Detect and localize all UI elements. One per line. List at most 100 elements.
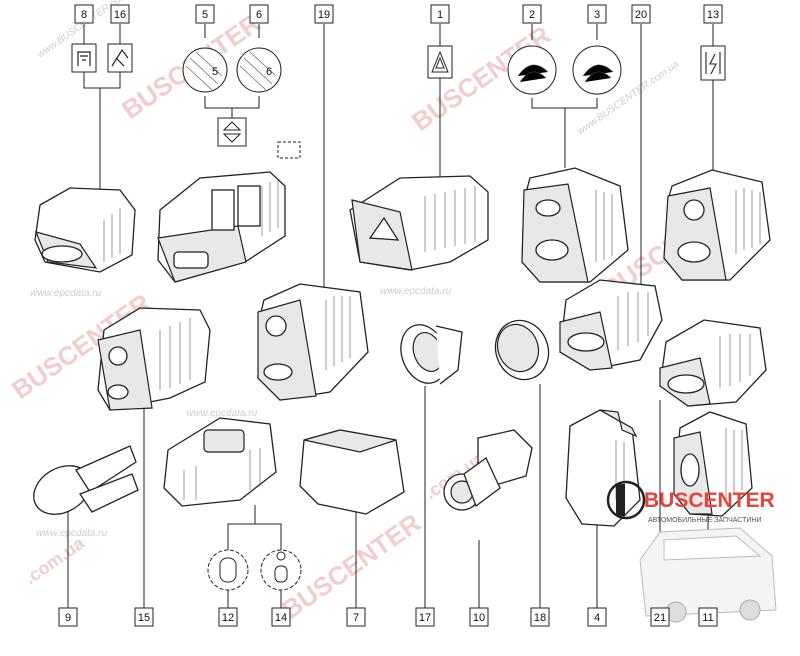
- dashed-placeholder-box: [277, 141, 301, 159]
- symbol-13-box: [700, 45, 726, 81]
- part-1-hazard-switch: [349, 175, 489, 271]
- callout-17: 17: [415, 607, 435, 627]
- part-17-ring: [400, 324, 463, 385]
- callout-5: 5: [195, 4, 215, 24]
- callout-label-10: 10: [473, 612, 485, 624]
- callout-box-7: [346, 607, 366, 627]
- callout-label-14: 14: [275, 612, 287, 624]
- callout-label-21: 21: [654, 612, 666, 624]
- symbol-12-circle: [207, 549, 249, 591]
- callout-box-15: [134, 607, 154, 627]
- callout-label-20: 20: [635, 9, 647, 21]
- callout-18: 18: [530, 607, 550, 627]
- callout-label-7: 7: [353, 612, 359, 624]
- symbol-3-circle: [572, 45, 622, 95]
- part-9-plug: [33, 445, 139, 515]
- watermark-epc-4: www.epcdata.ru: [186, 408, 258, 419]
- watermark-epc-3: www.epcdata.ru: [36, 528, 108, 539]
- callout-box-18: [530, 607, 550, 627]
- callout-box-2: [522, 4, 542, 24]
- callout-box-13: [703, 4, 723, 24]
- symbol-1-hazard-box: [427, 45, 453, 79]
- logo-tagline: АВТОМОБИЛЬНЫЕ ЗАПЧАСТИНИ: [648, 517, 761, 524]
- callout-label-15: 15: [138, 612, 150, 624]
- callout-label-1: 1: [437, 9, 443, 21]
- callout-box-3: [587, 4, 607, 24]
- part-8-switch: [34, 187, 136, 273]
- part-20-switch: [559, 279, 663, 371]
- callout-label-8: 8: [81, 9, 87, 21]
- part-4-cover: [565, 409, 641, 527]
- minibus-drawing: [639, 527, 777, 623]
- callout-label-17: 17: [419, 612, 431, 624]
- symbol-2-circle: [507, 45, 557, 95]
- callout-box-10: [469, 607, 489, 627]
- callout-box-5: [195, 4, 215, 24]
- part-7-cover: [299, 429, 405, 515]
- callout-label-2: 2: [529, 9, 535, 21]
- part-21-switch: [659, 319, 767, 407]
- callout-box-16: [110, 4, 130, 24]
- callout-label-9: 9: [65, 612, 71, 624]
- part-15-gpl-switch: [97, 307, 211, 411]
- part-11-switch: [673, 411, 753, 517]
- callout-10: 10: [469, 607, 489, 627]
- callout-label-6: 6: [256, 9, 262, 21]
- callout-box-12: [218, 607, 238, 627]
- buscenter-logo: BUSCENTER АВТОМОБИЛЬНЫЕ ЗАПЧАСТИНИ: [606, 480, 775, 524]
- callout-8: 8: [74, 4, 94, 24]
- callout-14: 14: [271, 607, 291, 627]
- callout-box-19: [314, 4, 334, 24]
- symbol-5-number: 5: [212, 66, 218, 78]
- watermark-epc-1: www.epcdata.ru: [30, 288, 102, 299]
- callout-7: 7: [346, 607, 366, 627]
- callout-2: 2: [522, 4, 542, 24]
- callout-20: 20: [631, 4, 651, 24]
- callout-6: 6: [249, 4, 269, 24]
- part-2-3-switch: [521, 167, 629, 283]
- callout-12: 12: [218, 607, 238, 627]
- callout-15: 15: [134, 607, 154, 627]
- callout-label-3: 3: [594, 9, 600, 21]
- symbol-6-number: 6: [266, 66, 272, 78]
- part-5-6-switch: [157, 171, 286, 283]
- callout-box-6: [249, 4, 269, 24]
- part-19-switch: [257, 283, 369, 401]
- callout-label-18: 18: [534, 612, 546, 624]
- part-18-cap: [494, 319, 550, 381]
- callout-box-11: [698, 607, 718, 627]
- symbol-5-circle: 5: [182, 47, 228, 93]
- callout-4: 4: [587, 607, 607, 627]
- callout-label-5: 5: [202, 9, 208, 21]
- callout-label-11: 11: [702, 612, 713, 624]
- callout-label-19: 19: [318, 9, 330, 21]
- callout-box-4: [587, 607, 607, 627]
- symbol-6-circle: 6: [236, 47, 282, 93]
- callout-21: 21: [650, 607, 670, 627]
- callout-3: 3: [587, 4, 607, 24]
- watermark-epc-2: www.epcdata.ru: [380, 286, 452, 297]
- callout-box-21: [650, 607, 670, 627]
- callout-1: 1: [430, 4, 450, 24]
- callout-box-8: [74, 4, 94, 24]
- arrows-updown-box: [217, 117, 247, 147]
- part-13-switch: [663, 169, 771, 281]
- callout-box-14: [271, 607, 291, 627]
- callout-box-17: [415, 607, 435, 627]
- callout-label-13: 13: [707, 9, 719, 21]
- callout-label-4: 4: [594, 612, 600, 624]
- symbol-8-box: [71, 43, 97, 73]
- callout-label-16: 16: [114, 9, 126, 21]
- callout-11: 11: [698, 607, 718, 627]
- callout-box-1: [430, 4, 450, 24]
- callout-box-20: [631, 4, 651, 24]
- symbol-14-circle: [260, 549, 302, 591]
- callout-19: 19: [314, 4, 334, 24]
- callout-box-9: [58, 607, 78, 627]
- part-10-dimmer: [443, 429, 533, 511]
- symbol-16-box: [107, 43, 133, 73]
- callout-label-12: 12: [222, 612, 234, 624]
